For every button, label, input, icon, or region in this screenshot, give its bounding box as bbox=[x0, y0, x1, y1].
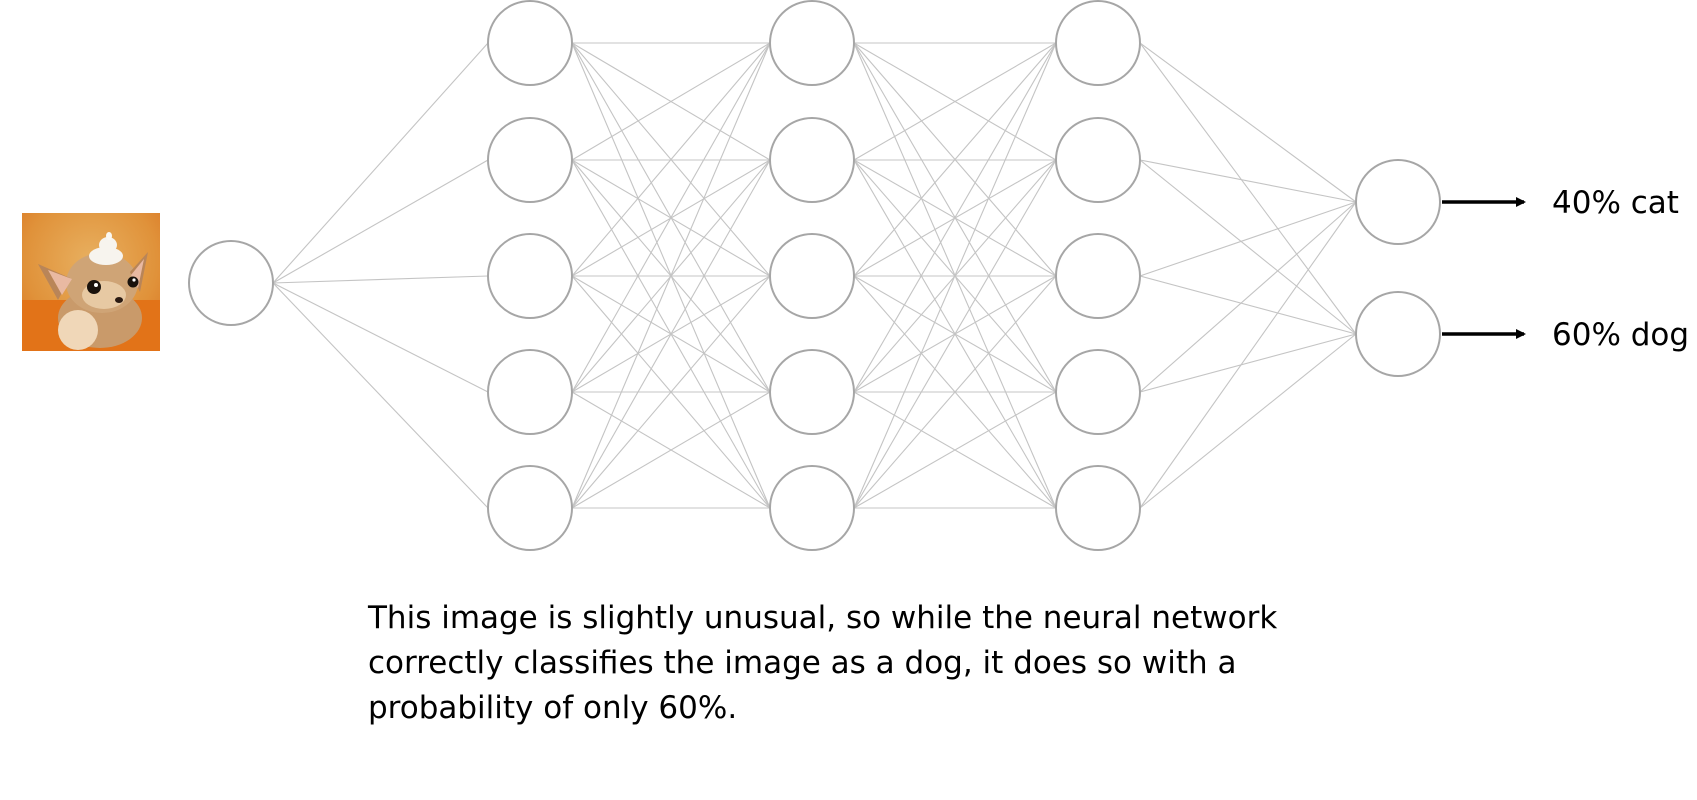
edge-input-1-to-hidden1-5 bbox=[272, 282, 489, 509]
edge-hidden2-5-to-hidden3-1 bbox=[853, 42, 1057, 509]
edge-hidden1-4-to-hidden2-1 bbox=[571, 42, 771, 393]
edge-hidden3-2-to-output-1 bbox=[1139, 159, 1357, 203]
network-nodes bbox=[188, 0, 1441, 551]
caption-line-1: This image is slightly unusual, so while… bbox=[368, 600, 1278, 636]
edge-hidden2-4-to-hidden3-1 bbox=[853, 42, 1057, 393]
caption: This image is slightly unusual, so while… bbox=[368, 596, 1308, 731]
edge-hidden1-5-to-hidden2-4 bbox=[571, 391, 771, 509]
hidden3-node-1 bbox=[1055, 0, 1141, 86]
hidden1-node-1 bbox=[487, 0, 573, 86]
edge-hidden3-3-to-output-1 bbox=[1139, 201, 1357, 277]
edge-hidden2-5-to-hidden3-2 bbox=[853, 159, 1057, 509]
hidden3-node-5 bbox=[1055, 465, 1141, 551]
hidden2-node-3 bbox=[769, 233, 855, 319]
hidden1-node-2 bbox=[487, 117, 573, 203]
hidden3-node-3 bbox=[1055, 233, 1141, 319]
output-node-2 bbox=[1355, 291, 1441, 377]
edge-hidden2-5-to-hidden3-3 bbox=[853, 275, 1057, 509]
edge-hidden1-5-to-hidden2-3 bbox=[571, 275, 771, 509]
input-node-1 bbox=[188, 240, 274, 326]
edge-hidden3-4-to-output-1 bbox=[1139, 201, 1357, 393]
edge-hidden3-3-to-output-2 bbox=[1139, 275, 1357, 335]
network-edges bbox=[272, 42, 1357, 509]
caption-line-2: correctly classifies the image as a dog,… bbox=[368, 645, 1237, 681]
edge-hidden3-5-to-output-2 bbox=[1139, 333, 1357, 509]
edge-hidden1-2-to-hidden2-1 bbox=[571, 42, 771, 161]
hidden1-node-4 bbox=[487, 349, 573, 435]
edge-input-1-to-hidden1-3 bbox=[272, 275, 489, 284]
edge-input-1-to-hidden1-4 bbox=[272, 282, 489, 393]
hidden2-node-4 bbox=[769, 349, 855, 435]
edge-hidden3-1-to-output-1 bbox=[1139, 42, 1357, 203]
edge-hidden3-4-to-output-2 bbox=[1139, 333, 1357, 393]
output-label-dog: 60% dog bbox=[1552, 317, 1689, 353]
edge-hidden1-5-to-hidden2-2 bbox=[571, 159, 771, 509]
edge-hidden3-5-to-output-1 bbox=[1139, 201, 1357, 509]
output-node-1 bbox=[1355, 159, 1441, 245]
edge-hidden2-3-to-hidden3-1 bbox=[853, 42, 1057, 277]
output-label-cat: 40% cat bbox=[1552, 185, 1679, 221]
hidden3-node-2 bbox=[1055, 117, 1141, 203]
edge-hidden2-2-to-hidden3-1 bbox=[853, 42, 1057, 161]
hidden2-node-1 bbox=[769, 0, 855, 86]
hidden1-node-5 bbox=[487, 465, 573, 551]
edge-input-1-to-hidden1-1 bbox=[272, 42, 489, 284]
edge-hidden3-2-to-output-2 bbox=[1139, 159, 1357, 335]
hidden1-node-3 bbox=[487, 233, 573, 319]
hidden2-node-5 bbox=[769, 465, 855, 551]
edge-hidden2-5-to-hidden3-4 bbox=[853, 391, 1057, 509]
input-dog-image bbox=[22, 213, 160, 351]
hidden2-node-2 bbox=[769, 117, 855, 203]
edge-hidden1-5-to-hidden2-1 bbox=[571, 42, 771, 509]
caption-line-3: probability of only 60%. bbox=[368, 690, 738, 726]
edge-hidden1-3-to-hidden2-1 bbox=[571, 42, 771, 277]
hidden3-node-4 bbox=[1055, 349, 1141, 435]
edge-hidden3-1-to-output-2 bbox=[1139, 42, 1357, 335]
edge-input-1-to-hidden1-2 bbox=[272, 159, 489, 284]
